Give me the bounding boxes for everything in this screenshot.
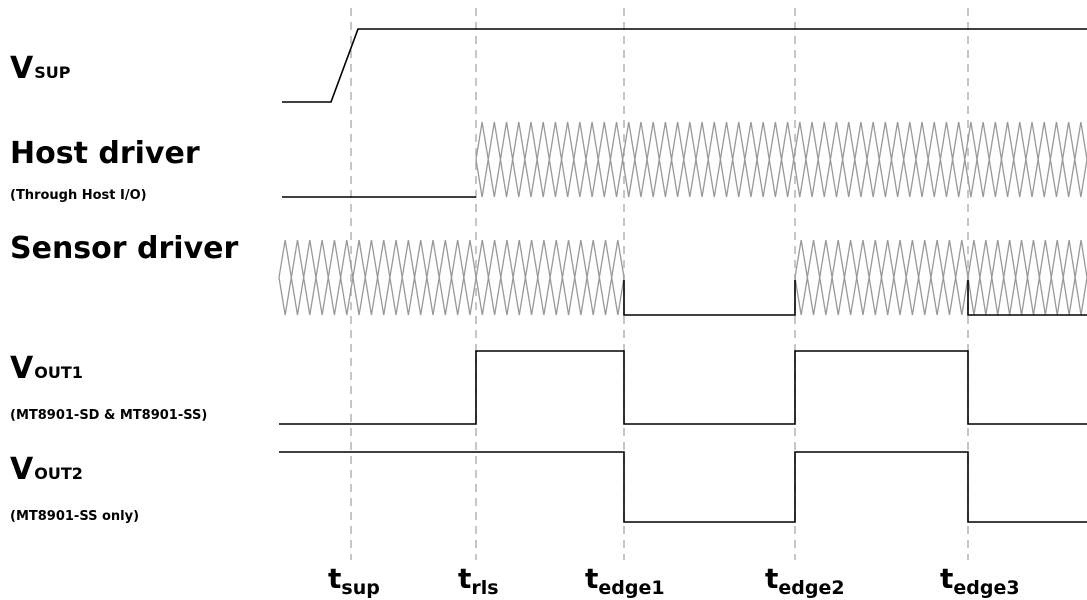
vout2-waveform [279,451,1087,523]
time-marker-rls: trls [458,562,499,599]
sensor-driver-mid-hatch-b [794,239,969,316]
waveforms [279,28,1087,523]
vsup-waveform [282,28,1087,103]
time-guides [350,8,969,560]
host-driver-note: (Through Host I/O) [10,188,147,203]
time-marker-edge2: tedge2 [765,562,845,599]
vout1-note: (MT8901-SD & MT8901-SS) [10,408,207,423]
host-driver-hatch-b [475,121,1087,198]
undefined-regions [278,121,1087,316]
time-marker-edge3: tedge3 [940,562,1020,599]
signal-labels: VSUP Host driver (Through Host I/O) Sens… [10,51,238,524]
host-driver-label: Host driver [10,136,200,171]
time-marker-edge1: tedge1 [585,562,665,599]
sensor-driver-label: Sensor driver [10,231,238,266]
time-marker-labels: tsup trls tedge1 tedge2 tedge3 [328,562,1020,599]
time-marker-sup: tsup [328,562,380,599]
vout2-note: (MT8901-SS only) [10,509,139,524]
sensor-driver-edge3-waveform [967,280,1087,316]
sensor-driver-start-hatch-b [278,239,625,316]
vout2-label: VOUT2 [10,452,83,487]
vout1-label: VOUT1 [10,351,83,386]
vout1-waveform [279,350,1087,425]
sensor-driver-waveform [623,280,796,316]
vsup-label: VSUP [10,51,71,86]
sensor-driver-end-hatch-b [967,239,1087,316]
